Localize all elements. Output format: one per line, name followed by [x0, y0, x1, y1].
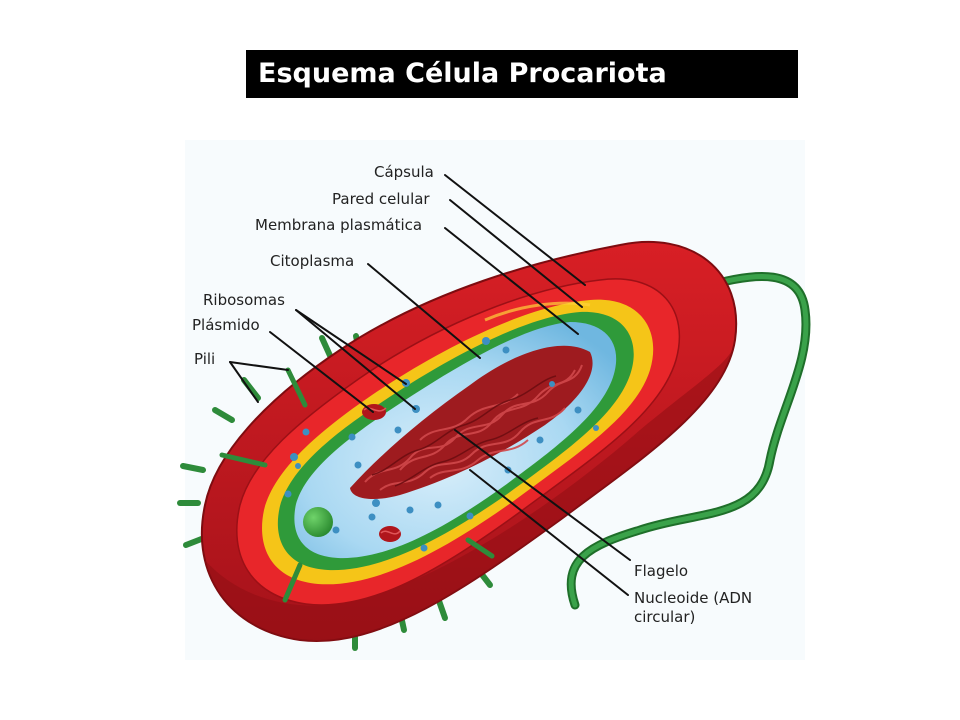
ribosome	[466, 512, 474, 520]
ribosome	[574, 406, 582, 414]
ribosome	[302, 428, 310, 436]
ribosome	[406, 506, 414, 514]
page-title: Esquema Célula Procariota	[258, 58, 667, 89]
pilus	[241, 377, 261, 401]
label-nucleoide-line2: circular)	[634, 608, 695, 626]
capsule-shadow	[205, 340, 735, 642]
dna-strands-dark	[371, 375, 557, 487]
label-capsula: Cápsula	[374, 163, 434, 181]
plasmid-shape	[379, 526, 401, 542]
leader-citoplasma	[367, 263, 481, 359]
label-citoplasma: Citoplasma	[270, 252, 354, 270]
inclusion-body	[303, 507, 333, 537]
nucleoid	[350, 345, 593, 500]
plasmid	[379, 526, 401, 542]
leader-ribosomas-1	[295, 309, 407, 385]
ribosome	[482, 337, 490, 345]
leader-flagelo	[454, 429, 631, 561]
ribosome	[502, 346, 510, 354]
leader-ribosomas-2	[295, 309, 416, 410]
label-nucleoide-line1: Nucleoide (ADN	[634, 589, 752, 607]
leader-pared	[449, 199, 583, 308]
title-banner: Esquema Célula Procariota	[246, 50, 798, 98]
ribosome	[348, 433, 356, 441]
label-flagelo: Flagelo	[634, 562, 688, 580]
ribosome	[354, 461, 362, 469]
label-plasmido: Plásmido	[192, 316, 260, 334]
ribosome	[593, 425, 599, 431]
leader-pili-1	[229, 361, 289, 371]
ribosomes	[284, 337, 599, 552]
ribosome	[368, 513, 376, 521]
pilus-base	[285, 367, 308, 408]
leader-capsula	[444, 174, 586, 286]
ribosome	[332, 526, 340, 534]
leader-plasmido	[269, 331, 374, 413]
leader-lines	[229, 174, 631, 596]
pilus-base	[219, 452, 268, 468]
pilus	[180, 463, 206, 473]
label-ribosomas: Ribosomas	[203, 291, 285, 309]
label-membrana-plasmatica: Membrana plasmática	[255, 216, 422, 234]
ribosome	[420, 544, 428, 552]
ribosome	[394, 426, 402, 434]
pilus-base	[282, 562, 303, 603]
ribosome	[372, 499, 380, 507]
ribosome	[549, 381, 555, 387]
ribosome	[295, 463, 301, 469]
ribosome	[536, 436, 544, 444]
label-pili: Pili	[194, 350, 215, 368]
leader-nucleoide	[469, 469, 629, 596]
pilus	[212, 407, 235, 423]
ribosome	[284, 490, 292, 498]
label-pared-celular: Pared celular	[332, 190, 430, 208]
leader-membrana	[444, 227, 579, 335]
ribosome	[290, 453, 298, 461]
pili-inner	[219, 367, 495, 603]
ribosome	[434, 501, 442, 509]
pilus-base	[465, 537, 495, 559]
leader-pili-2	[229, 361, 259, 403]
cut-rim	[484, 301, 591, 322]
